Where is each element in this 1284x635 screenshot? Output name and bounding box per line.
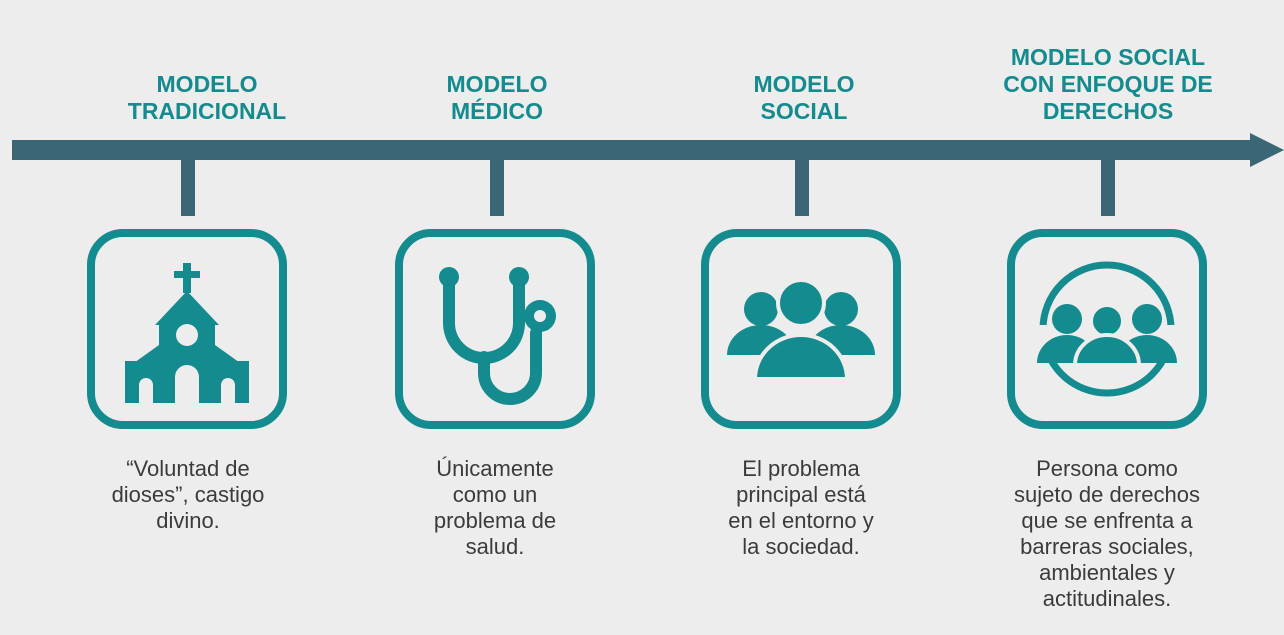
icon-frame (1007, 229, 1207, 429)
stethoscope-icon (439, 267, 556, 405)
people-circle-icon (1035, 261, 1179, 397)
icon-frame (87, 229, 287, 429)
stage-title-medico: MODELO MÉDICO (446, 71, 548, 124)
people-group-icon (727, 278, 875, 381)
timeline-stem (795, 160, 809, 216)
church-icon (125, 263, 249, 403)
stage-description-medico: Únicamente como un problema de salud. (433, 456, 557, 559)
icon-frame (701, 229, 901, 429)
stage-description-tradicional: “Voluntad de dioses”, castigo divino. (111, 456, 265, 533)
timeline-stem (490, 160, 504, 216)
stage-description-derechos: Persona como sujeto de derechos que se e… (1014, 456, 1200, 611)
timeline-stem (181, 160, 195, 216)
icon-frame (395, 229, 595, 429)
stage-title-social: MODELO SOCIAL (753, 71, 855, 124)
stage-title-tradicional: MODELO TRADICIONAL (127, 71, 287, 124)
stage-description-social: El problema principal está en el entorno… (728, 456, 874, 559)
stage-title-derechos: MODELO SOCIAL CON ENFOQUE DE DERECHOS (1003, 44, 1213, 124)
timeline-stem (1101, 160, 1115, 216)
